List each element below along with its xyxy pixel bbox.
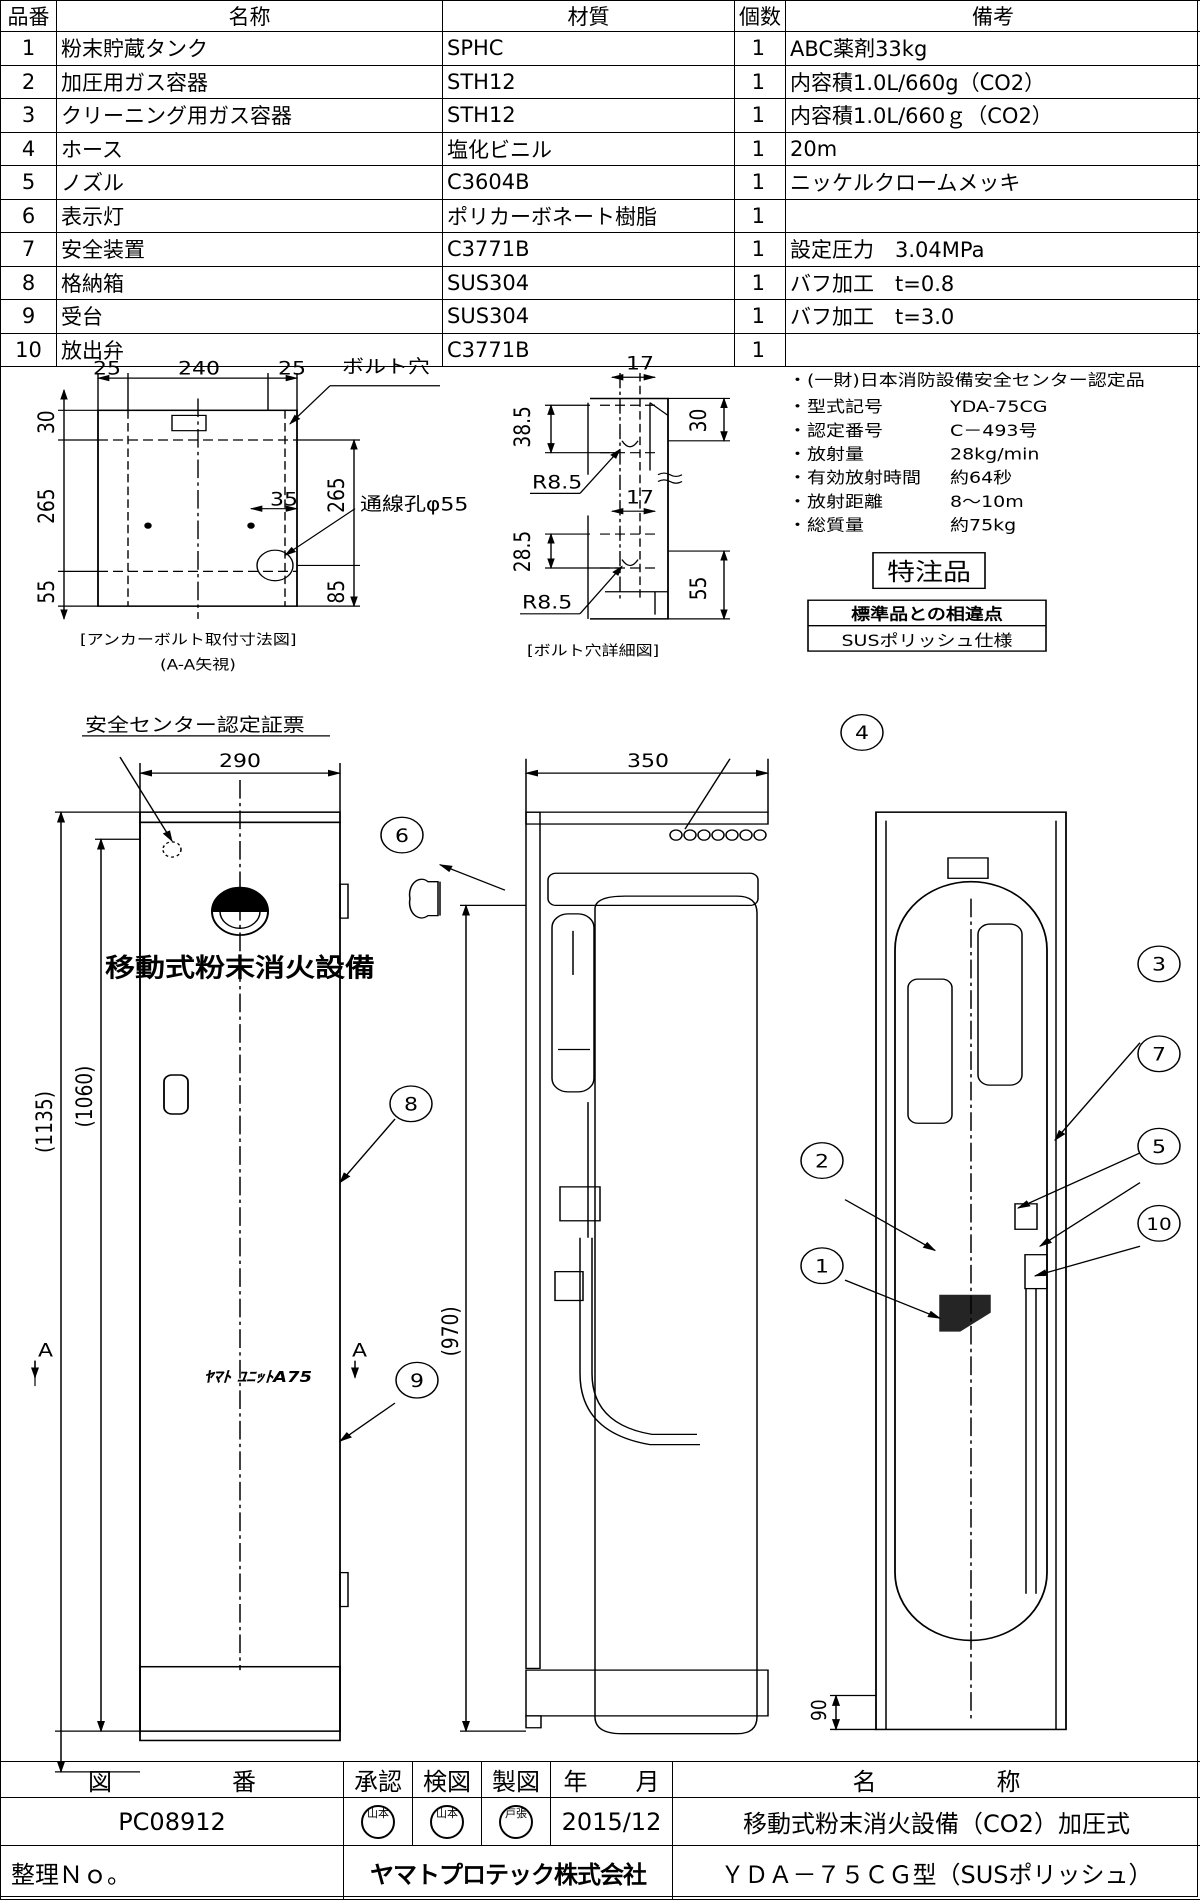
special-order-badge: 特注品 <box>887 559 971 586</box>
cert-line-label: ・認定番号 <box>788 422 883 440</box>
certification-info: ・(一財)日本消防設備安全センター認定品 ・型式記号 YDA-75CG ・認定番… <box>788 372 1145 535</box>
panel-title: 移動式粉末消火設備 <box>105 953 375 983</box>
difference-value: SUSポリッシュ仕様 <box>842 632 1013 650</box>
svg-text:6: 6 <box>395 824 409 846</box>
check-seal-cell: 山本 <box>413 1798 482 1846</box>
approve-seal: 山本 <box>361 1805 395 1839</box>
svg-text:1: 1 <box>815 1255 829 1277</box>
cert-line-label: ・放射距離 <box>788 493 883 511</box>
callout-3: 3 <box>1138 946 1180 982</box>
anchor-caption: [アンカーボルト取付寸法図] <box>80 631 296 648</box>
inner-view <box>830 812 1140 1729</box>
dim-bottom: 55 <box>34 580 60 604</box>
dim-top-width: 17 <box>626 352 654 374</box>
cert-line-label: ・放射量 <box>788 446 864 464</box>
date-label: 年 月 <box>551 1762 673 1798</box>
side-view <box>410 759 768 1734</box>
control-no-label: 整理Ｎｏ。 <box>1 1846 344 1900</box>
dim-inner-right: 265 <box>324 477 350 513</box>
drawing-date: 2015/12 <box>551 1798 673 1846</box>
cert-line-label: ・型式記号 <box>788 398 883 416</box>
front-height-body: (1060) <box>72 1066 98 1128</box>
callout-4: 4 <box>841 715 883 751</box>
svg-text:7: 7 <box>1152 1043 1166 1065</box>
approve-label: 承認 <box>344 1762 413 1798</box>
dim-top: 30 <box>34 410 60 434</box>
svg-text:10: 10 <box>1146 1215 1171 1234</box>
brand-mark: ﾔﾏﾄ ﾕﾆｯﾄA75 <box>204 1368 312 1385</box>
dim-middle: 265 <box>34 488 60 524</box>
approve-seal-cell: 山本 <box>344 1798 413 1846</box>
section-mark-right: A <box>352 1339 367 1361</box>
dim-bottom-edge: 55 <box>686 576 712 600</box>
svg-text:5: 5 <box>1152 1136 1166 1158</box>
svg-text:8: 8 <box>404 1093 418 1115</box>
model-name: ＹＤＡ－７５ＣＧ型（SUSポリッシュ） <box>673 1846 1200 1900</box>
front-view <box>35 736 395 1772</box>
callout-1: 1 <box>801 1248 843 1284</box>
front-height-total: (1135) <box>32 1091 58 1153</box>
cert-line-value: YDA-75CG <box>949 398 1048 416</box>
section-mark-left: A <box>38 1339 53 1361</box>
cert-line-label: ・総質量 <box>788 517 864 535</box>
callout-10: 10 <box>1138 1206 1180 1242</box>
callout-9: 9 <box>396 1362 438 1398</box>
cert-line: ・(一財)日本消防設備安全センター認定品 <box>788 372 1145 390</box>
svg-text:3: 3 <box>1152 953 1166 975</box>
bolt-detail-caption: [ボルト穴詳細図] <box>527 642 659 659</box>
hose-coil-top <box>670 830 766 840</box>
cert-line-label: ・有効放射時間 <box>788 470 921 488</box>
dim-left-margin: 25 <box>93 357 121 379</box>
callout-6: 6 <box>381 817 423 853</box>
drawing-no-label: 図 番 <box>1 1762 344 1798</box>
company-name: ヤマトプロテック株式会社 <box>344 1846 673 1900</box>
cert-line-value: C－493号 <box>950 422 1038 440</box>
draft-label: 製図 <box>482 1762 551 1798</box>
cert-label-callout: 安全センター認定証票 <box>85 714 305 736</box>
dim-width: 240 <box>178 357 220 379</box>
dim-top-radius: R8.5 <box>532 471 582 493</box>
side-width-dim: 350 <box>627 750 669 772</box>
front-width-dim: 290 <box>219 750 261 772</box>
dim-bottom-width: 17 <box>626 486 654 508</box>
callout-2: 2 <box>801 1143 843 1179</box>
name-label: 名 称 <box>673 1762 1200 1798</box>
dim-bottom-radius: R8.5 <box>522 591 572 613</box>
lamp-height-dim: (970) <box>438 1306 464 1356</box>
draft-seal: 戸張 <box>499 1805 533 1839</box>
draft-seal-cell: 戸張 <box>482 1798 551 1846</box>
check-seal: 山本 <box>430 1805 464 1839</box>
dim-hole-bottom: 85 <box>324 580 350 604</box>
svg-text:4: 4 <box>855 722 869 744</box>
dim-right-margin: 25 <box>278 357 306 379</box>
cert-line-value: 約64秒 <box>950 470 1012 488</box>
title-block: 図 番 承認 検図 製図 年 月 名 称 PC08912 山本 山本 戸張 20… <box>0 1761 1200 1900</box>
svg-text:2: 2 <box>815 1150 829 1172</box>
check-label: 検図 <box>413 1762 482 1798</box>
callout-8: 8 <box>390 1086 432 1122</box>
cert-line-value: 約75kg <box>950 517 1016 535</box>
dim-top-edge: 30 <box>686 409 712 433</box>
dim-bottom-depth: 28.5 <box>510 531 536 572</box>
callout-5: 5 <box>1138 1128 1180 1164</box>
svg-text:9: 9 <box>410 1370 424 1392</box>
dim-hole-offset: 35 <box>270 488 298 510</box>
drawing-no: PC08912 <box>1 1798 344 1846</box>
anchor-subcaption: (A-A矢視) <box>160 656 236 673</box>
cert-line-value: 28kg/min <box>950 446 1039 464</box>
special-order-box: 特注品 標準品との相違点 SUSポリッシュ仕様 <box>808 553 1046 651</box>
dim-top-depth: 38.5 <box>510 406 536 447</box>
difference-label: 標準品との相違点 <box>851 605 1003 624</box>
wire-hole-label: 通線孔φ55 <box>360 493 468 515</box>
inner-base-height: 90 <box>809 1699 832 1721</box>
callout-bubbles: 1 2 3 4 5 6 7 8 9 10 <box>381 715 1180 1398</box>
cert-line-value: 8～10m <box>950 493 1024 511</box>
callout-7: 7 <box>1138 1036 1180 1072</box>
drawing-title: 移動式粉末消火設備（CO2）加圧式 <box>673 1798 1200 1846</box>
bolt-hole-label: ボルト穴 <box>342 356 430 378</box>
